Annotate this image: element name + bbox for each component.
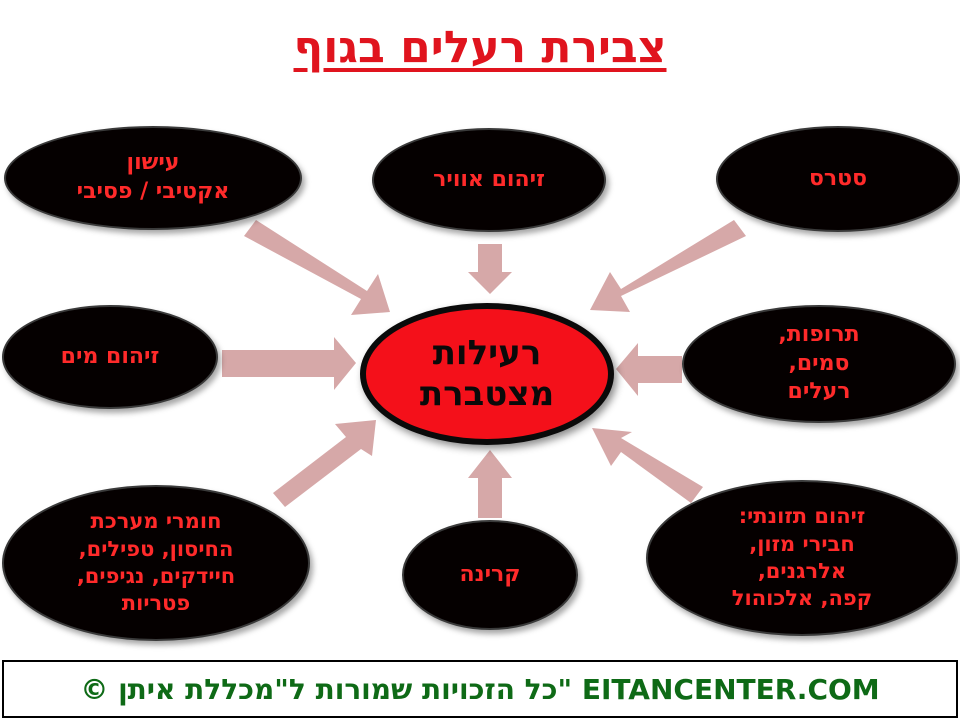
node-drugs-label: תרופות, סמים, רעלים [778, 322, 860, 405]
node-stress: סטרס [716, 126, 960, 232]
node-radiation: קרינה [402, 520, 578, 630]
copyright-text: © כל הזכויות שמורות ל"מכללת איתן" EITANC… [80, 672, 880, 706]
copyright-footer: © כל הזכויות שמורות ל"מכללת איתן" EITANC… [2, 660, 958, 718]
node-smoking-label: עישון אקטיבי / פסיבי [76, 150, 230, 204]
arrow-air [468, 244, 512, 294]
center-node: רעילות מצטברת [360, 303, 614, 445]
node-smoking: עישון אקטיבי / פסיבי [4, 126, 302, 230]
node-nutrition: זיהום תזונתי: חבירי מזון, אלרגנים, קפה, … [646, 480, 958, 636]
node-air-pollution-label: זיהום אוויר [433, 166, 545, 192]
node-drugs: תרופות, סמים, רעלים [682, 305, 956, 423]
node-radiation-label: קרינה [459, 561, 521, 587]
arrow-water [222, 337, 356, 390]
node-nutrition-label: זיהום תזונתי: חבירי מזון, אלרגנים, קפה, … [731, 504, 873, 611]
arrow-smoking [244, 220, 390, 315]
center-label: רעילות מצטברת [419, 333, 555, 414]
diagram-title: צבירת רעלים בגוף [293, 22, 667, 73]
arrow-nutrition [592, 428, 703, 503]
node-water-pollution: זיהום מים [2, 305, 218, 409]
node-stress-label: סטרס [808, 165, 868, 191]
node-immune-label: חומרי מערכת החיסון, טפילים, חיידקים, נגי… [76, 509, 236, 616]
arrow-radiation [468, 450, 512, 518]
node-air-pollution: זיהום אוויר [372, 128, 606, 232]
arrows-layer [222, 220, 746, 518]
arrow-drugs [616, 343, 682, 396]
arrow-stress [590, 220, 746, 312]
arrow-immune [273, 420, 376, 507]
node-water-pollution-label: זיהום מים [60, 343, 160, 369]
node-immune: חומרי מערכת החיסון, טפילים, חיידקים, נגי… [2, 485, 310, 641]
